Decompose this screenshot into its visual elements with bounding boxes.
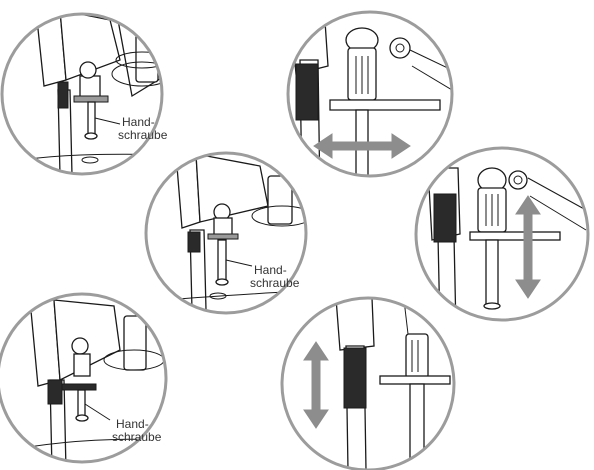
handscrew-label-line2: schraube: [118, 128, 168, 142]
horizontal-double-arrow: [313, 133, 411, 159]
handscrew-label-line2: schraube: [250, 276, 300, 290]
handscrew-label-line1: Hand-: [254, 263, 287, 277]
panel-handscrew-center: Hand- schraube: [144, 151, 308, 315]
panel-handscrew-top-left: Hand- schraube: [0, 12, 168, 176]
handscrew-label-line1: Hand-: [116, 417, 149, 431]
panel-handscrew-bottom-left: Hand- schraube: [0, 292, 168, 464]
handscrew-label-line1: Hand-: [122, 115, 155, 129]
handscrew-label-line2: schraube: [112, 430, 162, 444]
panel-slide-horizontal: [286, 10, 454, 178]
panel-slide-vertical-bottom: [280, 296, 456, 470]
vertical-double-arrow: [303, 341, 329, 429]
panel-slide-vertical-right: [414, 146, 590, 322]
vertical-double-arrow: [515, 195, 541, 299]
